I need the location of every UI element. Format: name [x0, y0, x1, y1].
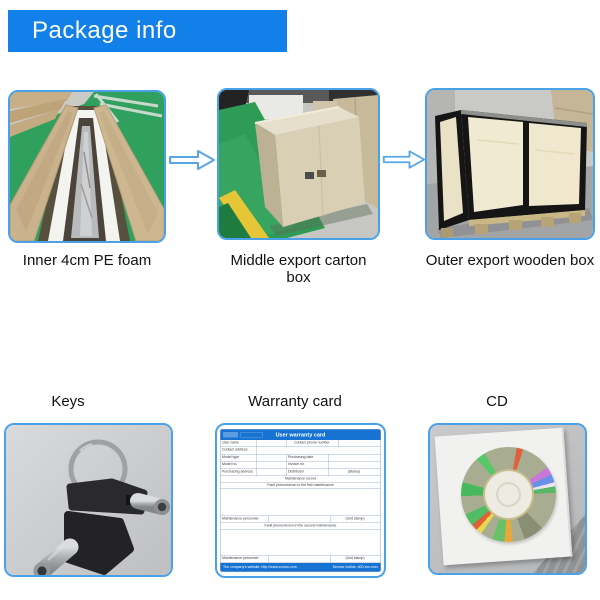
wc-section-row: Fault phenomenon in the second maintenan…: [220, 523, 381, 530]
keys-photo: [4, 423, 173, 577]
shipping-label: [305, 172, 314, 179]
shipping-label: [317, 170, 326, 177]
wc-label: (Stamp): [347, 469, 361, 474]
wc-row: Model no. Invoice no.: [220, 461, 381, 469]
foam-in-carton-photo: [8, 90, 166, 243]
wc-blank-cell: [339, 440, 381, 447]
wc-label: User name: [221, 440, 257, 447]
pallet-foot: [541, 217, 554, 227]
wc-section-row: Fault phenomenon in the first maintenanc…: [220, 482, 381, 489]
arrow-right-icon: [169, 150, 215, 170]
wc-row: User name Contact phone number: [220, 440, 381, 448]
wc-label: Contact phone number: [287, 440, 339, 447]
wc-blank-cell: [329, 462, 381, 469]
service-hotline: Service hotline: 400-xxx-xxxx: [332, 565, 378, 569]
wc-blank-cell: [269, 515, 331, 523]
wc-label: Contact address: [221, 447, 257, 454]
cardboard-seam: [554, 107, 593, 115]
warranty-card-photo: User warranty card User name Contact pho…: [215, 423, 386, 578]
warranty-card-title: User warranty card: [275, 431, 326, 438]
warranty-card-title-bar: User warranty card: [220, 429, 381, 441]
wc-blank-cell: [257, 468, 287, 476]
wc-label: Purchasing address: [221, 468, 257, 476]
wc-write-in-area: [220, 489, 381, 516]
cardboard-shelf: [10, 92, 72, 137]
wc-row: Contact address: [220, 447, 381, 455]
warranty-card-footer: The company's website: http://www.xxxxxx…: [220, 562, 381, 572]
yellow-line: [219, 190, 269, 238]
wc-blank-cell: [257, 461, 287, 469]
wc-label: (Unit stamp): [345, 556, 365, 561]
wc-blank-cell: [269, 555, 331, 563]
dark-machine-right: [329, 90, 378, 101]
wc-write-in-area: [220, 529, 381, 556]
wc-blank-cell: [257, 440, 287, 447]
keys-photo-drawing: [6, 425, 171, 575]
wc-section-title: Maintenance record: [285, 477, 316, 481]
wc-row: Maintenance personnel (Unit stamp): [220, 555, 381, 563]
carton-flaps: [10, 104, 164, 241]
wc-row: Purchasing address Distributor (Stamp): [220, 468, 381, 477]
wc-section-row: Maintenance record: [220, 476, 381, 483]
wc-label: Invoice no.: [287, 461, 329, 469]
metal-strip: [461, 110, 587, 127]
key-upper: [66, 478, 170, 515]
wc-section-title: Fault phenomenon in the first maintenanc…: [267, 483, 334, 487]
wooden-crate-photo: [425, 88, 595, 240]
wc-label: Purchasing date: [287, 454, 329, 462]
carton-box-photo: [217, 88, 380, 240]
caption-inner-foam: Inner 4cm PE foam: [22, 252, 152, 269]
wc-label: Model type: [221, 454, 257, 462]
logo-outline-icon: [240, 432, 263, 438]
pallet-beam: [469, 210, 585, 226]
logo-box-icon: [223, 432, 238, 438]
section-title: Package info: [32, 17, 177, 44]
wc-blank-cell: [257, 447, 381, 454]
wc-label: Maintenance personnel: [221, 555, 269, 563]
caption-cd: CD: [486, 393, 508, 410]
wc-label: Distributor: [287, 468, 329, 476]
wc-blank-cell: [329, 454, 381, 461]
wc-label: Model no.: [221, 461, 257, 469]
crate-photo-drawing: [427, 90, 593, 238]
company-website: The company's website: http://www.xxxxxx…: [223, 565, 297, 569]
pallet-foot: [569, 213, 581, 223]
wc-section-title: Fault phenomenon in the second maintenan…: [264, 524, 337, 528]
caption-carton-box: Middle export carton box: [230, 252, 367, 286]
caption-wooden-box: Outer export wooden box: [425, 252, 595, 269]
wooden-crate: [435, 110, 587, 237]
cd-photo: [428, 423, 587, 575]
pallet-foot: [509, 220, 522, 230]
carton-photo-drawing: [219, 90, 378, 238]
wc-label: Maintenance personnel: [221, 515, 269, 523]
wc-blank-cell: [257, 454, 287, 462]
foam-photo-drawing: [10, 92, 164, 241]
caption-keys: Keys: [51, 393, 85, 410]
wc-row: Model type Purchasing date: [220, 454, 381, 462]
foil-wrapped-item: [71, 126, 99, 238]
export-carton: [254, 106, 365, 227]
key-lower: [33, 511, 134, 575]
warranty-card: User warranty card User name Contact pho…: [220, 429, 381, 573]
box-shadow: [269, 204, 373, 236]
caption-warranty-card: Warranty card: [248, 393, 342, 410]
wc-row: Maintenance personnel (Unit stamp): [220, 515, 381, 524]
wc-label: (Unit stamp): [345, 516, 365, 521]
section-header: Package info: [8, 10, 287, 52]
pallet-foot: [441, 228, 453, 237]
cd-center-ring: [496, 482, 521, 507]
arrow-right-icon: [382, 150, 426, 169]
ring-front-arc: [68, 448, 81, 470]
pallet-foot: [475, 224, 488, 234]
